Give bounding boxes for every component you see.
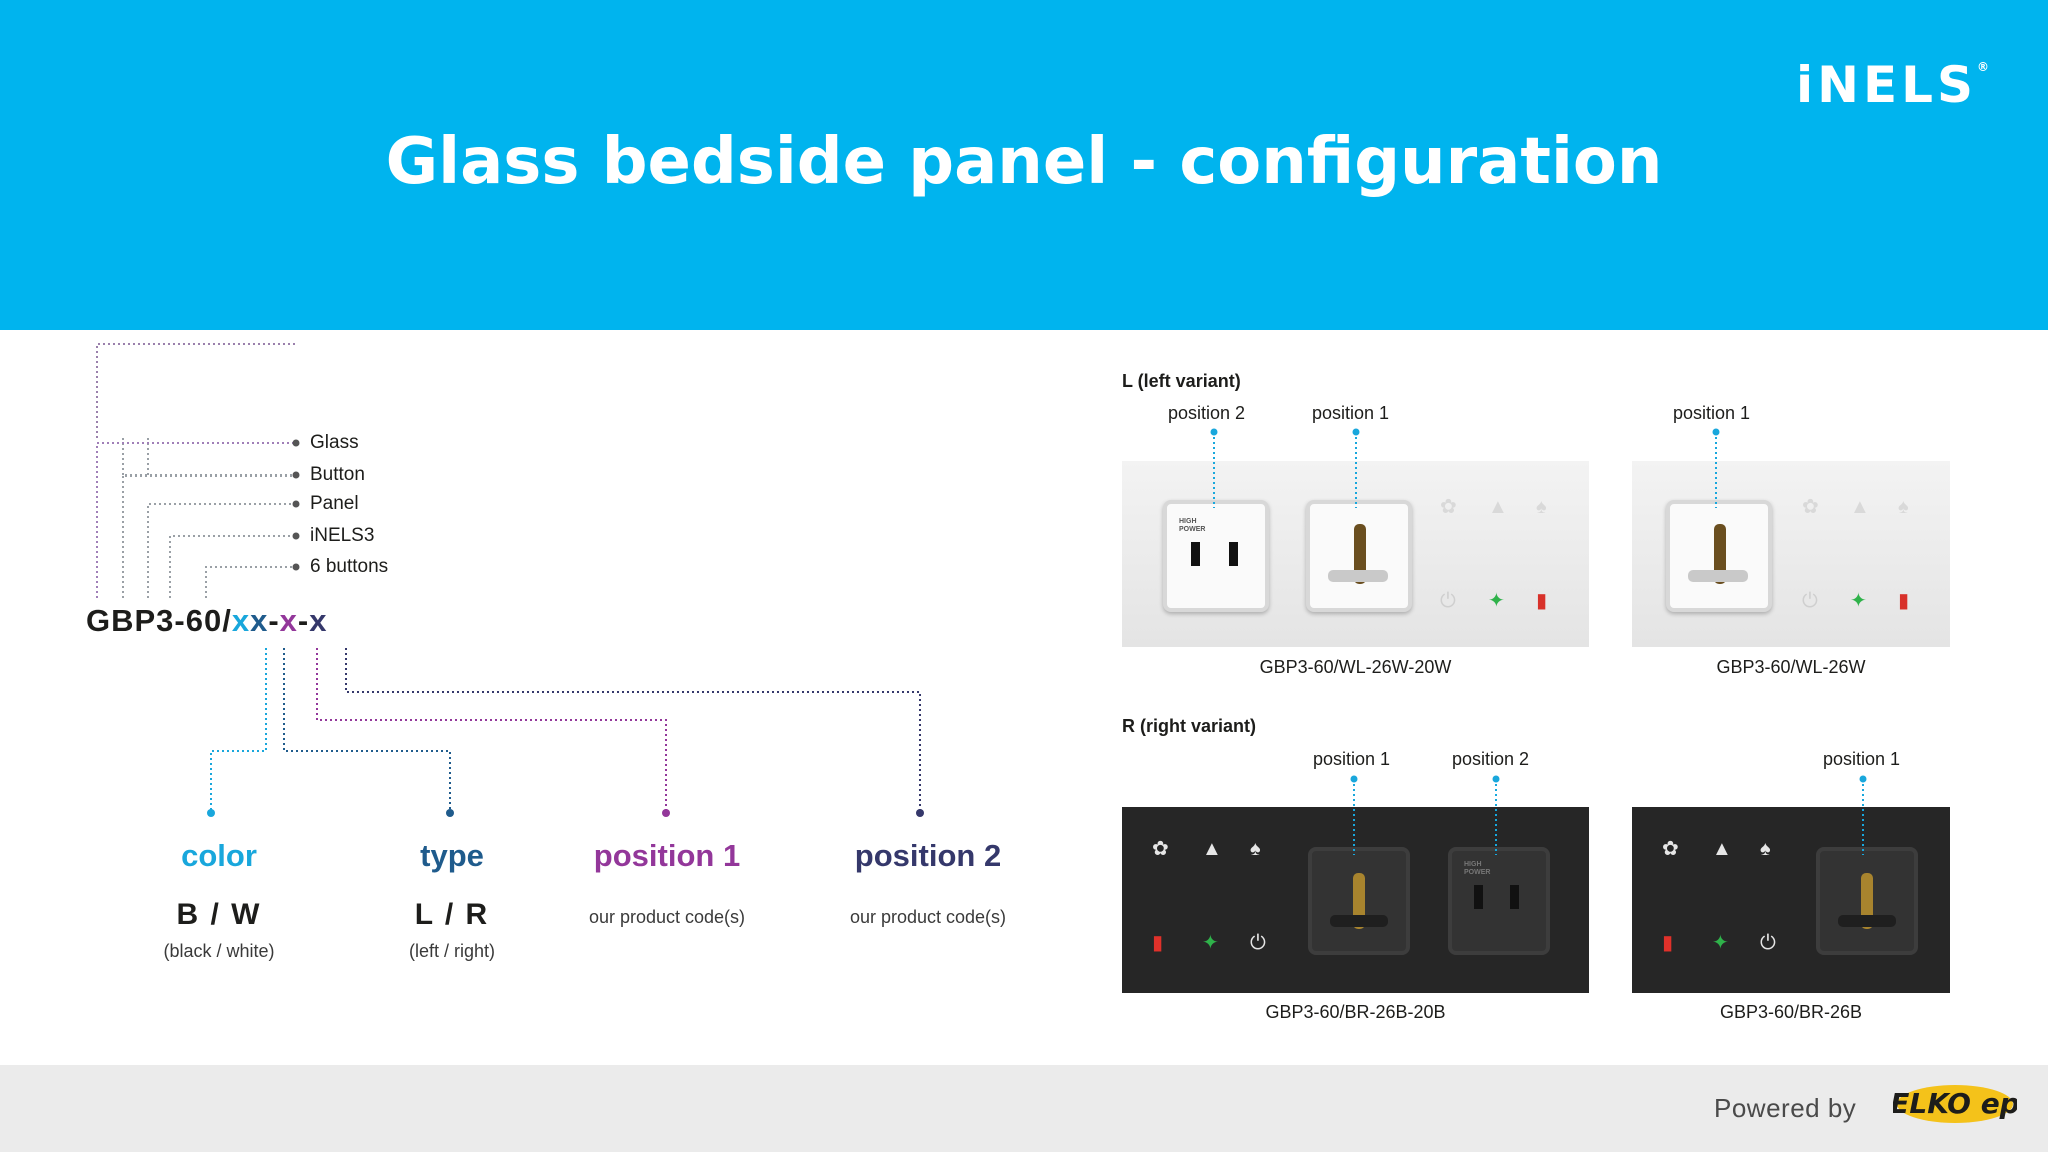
- left-variant-title: L (left variant): [1122, 371, 1241, 391]
- elko-logo-text: ELKO ep: [1893, 1087, 2017, 1120]
- powered-by-text: Powered by: [1714, 1093, 1857, 1123]
- usb-charger-socket: HIGH POWER: [1448, 847, 1550, 955]
- l-single-pointer: [1712, 428, 1720, 508]
- lamp-icon: ♠: [1536, 496, 1547, 518]
- power-icon: ⏻: [1250, 932, 1266, 954]
- exit-icon: ✦: [1712, 932, 1729, 954]
- dnd-icon: ▮: [1898, 590, 1910, 612]
- dnd-icon: ▮: [1662, 932, 1674, 954]
- legend-glass: Glass: [310, 432, 359, 453]
- right-variant-title: R (right variant): [1122, 716, 1257, 736]
- category-type-note: (left / right): [408, 941, 496, 961]
- ceiling-light-icon: ▲: [1850, 496, 1870, 518]
- usb-port-icon: [1229, 542, 1238, 566]
- caption-r-single: GBP3-60/BR-26B: [1719, 1002, 1863, 1022]
- universal-power-socket: [1308, 847, 1410, 955]
- ceiling-light-icon: ▲: [1712, 838, 1732, 860]
- panel-r-single-black: ✿ ▲ ♠ ▮ ✦ ⏻: [1632, 807, 1950, 993]
- l-double-position1-label: position 1: [1312, 403, 1390, 423]
- fan-icon: ✿: [1152, 838, 1169, 860]
- category-type-title: type: [420, 838, 484, 873]
- category-position2-title: position 2: [854, 838, 1002, 873]
- socket-shutter-icon: [1688, 570, 1748, 582]
- legend-button: Button: [310, 464, 365, 485]
- universal-power-socket: [1816, 847, 1918, 955]
- l-single-position1-label: position 1: [1673, 403, 1751, 423]
- logo-text: iNELS: [1796, 56, 1978, 114]
- code-diagram-connectors: [96, 343, 296, 477]
- code-part: -: [268, 603, 280, 638]
- code-part: x: [279, 603, 298, 638]
- usb-port-icon: [1191, 542, 1200, 566]
- elko-ep-logo: ELKO ep: [1893, 1085, 2017, 1123]
- socket-hole-icon: [1354, 524, 1366, 584]
- category-color-title: color: [181, 838, 257, 873]
- page-title: Glass bedside panel - configuration: [385, 125, 1663, 199]
- footer-bar: [0, 1065, 2048, 1152]
- legend-panel: Panel: [310, 493, 359, 514]
- code-part: x: [309, 603, 328, 638]
- code-part: x: [250, 603, 269, 638]
- panel-l-single-white: ✿ ▲ ♠ ⏻ ✦ ▮: [1632, 461, 1950, 647]
- category-position1-title: position 1: [593, 838, 741, 873]
- dnd-icon: ▮: [1536, 590, 1548, 612]
- category-color-note: (black / white): [163, 941, 275, 961]
- category-color-values: B / W: [176, 898, 262, 931]
- socket-hole-icon: [1714, 524, 1726, 584]
- fan-icon: ✿: [1802, 496, 1819, 518]
- panel-l-double-white: HIGH POWER ✿ ▲ ♠ ⏻ ✦ ▮: [1122, 461, 1589, 647]
- code-variable-parts: xx-x-x: [232, 603, 328, 638]
- dnd-icon: ▮: [1152, 932, 1164, 954]
- exit-icon: ✦: [1202, 932, 1219, 954]
- r-single-pointer: [1859, 775, 1867, 855]
- legend-inels3: iNELS3: [310, 525, 375, 546]
- universal-power-socket: [1666, 500, 1772, 612]
- caption-l-single: GBP3-60/WL-26W: [1716, 657, 1866, 677]
- legend-6-buttons: 6 buttons: [310, 556, 389, 577]
- exit-icon: ✦: [1850, 590, 1867, 612]
- category-type-values: L / R: [414, 898, 490, 931]
- inels-logo: iNELS®: [1796, 56, 1993, 114]
- lamp-icon: ♠: [1898, 496, 1909, 518]
- fan-icon: ✿: [1440, 496, 1457, 518]
- ceiling-light-icon: ▲: [1488, 496, 1508, 518]
- socket-shutter-icon: [1330, 915, 1388, 927]
- header-banner: [0, 0, 2048, 330]
- product-code-template: GBP3-60/xx-x-x: [86, 603, 328, 639]
- socket-shutter-icon: [1328, 570, 1388, 582]
- l-double-position2-label: position 2: [1168, 403, 1246, 423]
- l-double-pointers: [1210, 428, 1360, 508]
- universal-power-socket: [1306, 500, 1412, 612]
- logo-registered-mark: ®: [1977, 60, 1994, 74]
- fan-icon: ✿: [1662, 838, 1679, 860]
- code-part: x: [231, 603, 251, 638]
- power-icon: ⏻: [1760, 932, 1776, 954]
- power-icon: ⏻: [1440, 590, 1456, 612]
- high-power-text: HIGH POWER: [1464, 861, 1491, 876]
- category-position2-note: our product code(s): [849, 907, 1007, 927]
- r-double-position1-label: position 1: [1313, 749, 1391, 769]
- usb-charger-socket: HIGH POWER: [1163, 500, 1269, 612]
- lamp-icon: ♠: [1250, 838, 1261, 860]
- caption-r-double: GBP3-60/BR-26B-20B: [1265, 1002, 1446, 1022]
- power-icon: ⏻: [1802, 590, 1818, 612]
- caption-l-double: GBP3-60/WL-26W-20W: [1259, 657, 1452, 677]
- ceiling-light-icon: ▲: [1202, 838, 1222, 860]
- lamp-icon: ♠: [1760, 838, 1771, 860]
- r-double-pointers: [1350, 775, 1500, 855]
- code-part: -: [297, 603, 310, 638]
- exit-icon: ✦: [1488, 590, 1505, 612]
- code-prefix: GBP3-60/: [86, 603, 232, 638]
- panel-r-double-black: ✿ ▲ ♠ ▮ ✦ ⏻ HIGH POWER: [1122, 807, 1589, 993]
- code-diagram-lines: [96, 439, 924, 817]
- connector-glass: [96, 343, 296, 438]
- usb-port-icon: [1474, 885, 1483, 909]
- high-power-text: HIGH POWER: [1179, 518, 1206, 533]
- socket-shutter-icon: [1838, 915, 1896, 927]
- r-single-position1-label: position 1: [1823, 749, 1901, 769]
- category-position1-note: our product code(s): [588, 907, 746, 927]
- usb-port-icon: [1510, 885, 1519, 909]
- r-double-position2-label: position 2: [1452, 749, 1530, 769]
